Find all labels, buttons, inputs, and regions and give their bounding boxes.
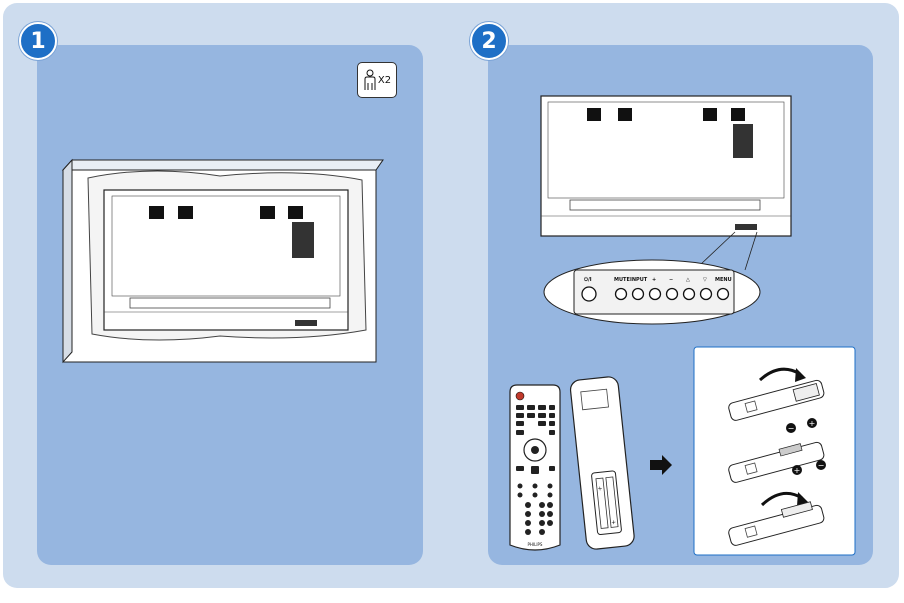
mount-pad [618,108,632,121]
mount-pad [703,108,717,121]
control-button-label: ⏻/I [584,277,592,283]
mount-pad [731,108,745,121]
remote-brand-label: PHILIPS [528,542,543,547]
plus-sign-icon [792,465,802,475]
control-button-label: △ [686,277,690,283]
control-button-label: ▽ [703,277,707,283]
control-button-label: MUTE [614,277,630,283]
control-button-label: + [652,277,656,283]
two-person-icon [364,69,376,90]
plus-sign-icon [807,418,817,428]
mount-pad [178,206,193,219]
minus-sign-icon [786,423,796,433]
minus-sign-label: − [818,461,825,470]
mount-pad [149,206,164,219]
two-person-badge: X2 [357,62,397,98]
plus-sign-label: + [794,466,801,475]
control-button-label: − [669,277,673,283]
mount-pad [288,206,303,219]
minus-sign-label: − [788,424,795,433]
battery-plus-label: + [597,485,603,492]
mount-pad [260,206,275,219]
plus-sign-label: + [809,419,816,428]
power-button [515,391,525,401]
step-2-badge: 2 [470,22,508,60]
control-button-label: INPUT [630,277,648,283]
mount-pad [587,108,601,121]
minus-sign-icon [816,460,826,470]
step-1-badge: 1 [19,22,57,60]
two-person-label: X2 [377,74,392,86]
battery-plus-label: + [611,519,617,526]
control-button-label: MENU [715,277,732,283]
